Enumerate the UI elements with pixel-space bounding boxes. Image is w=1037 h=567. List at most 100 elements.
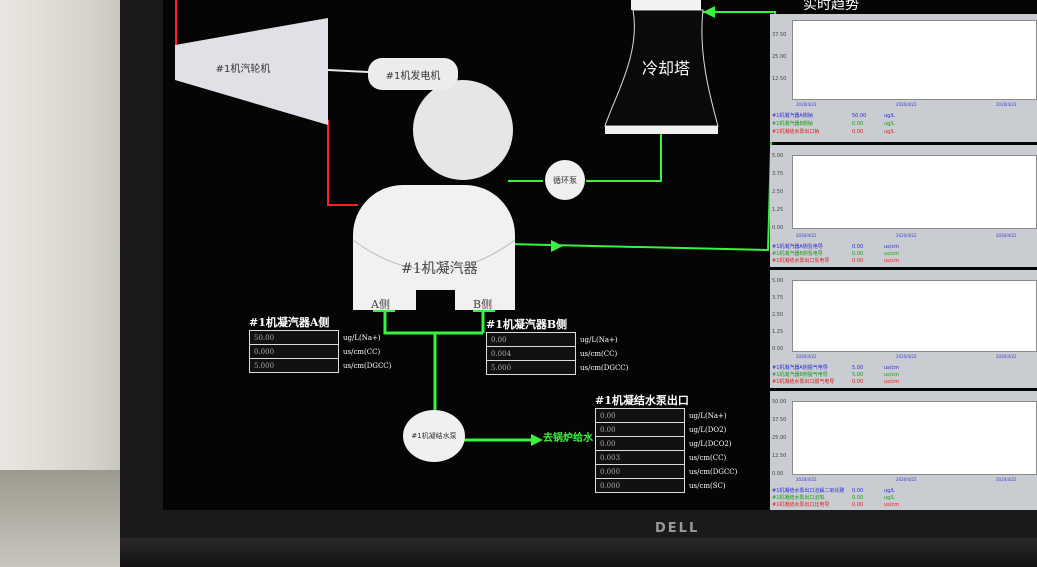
legend-value: 0.00 xyxy=(852,258,864,264)
x-tick-label: 2020/4/22 xyxy=(996,354,1017,359)
trend-plot[interactable] xyxy=(792,155,1037,229)
generator-label: #1机发电机 xyxy=(385,70,441,82)
y-tick-label: 3.75 xyxy=(772,295,784,301)
y-tick-label: 12.50 xyxy=(772,453,787,459)
x-tick-label: 2020/4/22 xyxy=(996,102,1017,107)
trend-plot[interactable] xyxy=(792,20,1037,100)
condensate-pump-label: #1机凝结水泵 xyxy=(411,432,457,440)
unit-cell: ug/L(DCO2) xyxy=(689,439,732,448)
value-cell: 5.000 xyxy=(249,358,339,373)
legend-value: 0.00 xyxy=(852,129,864,135)
trend-panel-2: 5.00 3.75 2.50 1.25 0.00 2020/4/22 2020/… xyxy=(770,145,1037,267)
value-cell: 5.000 xyxy=(486,360,576,375)
value-cell: 0.00 xyxy=(595,422,685,437)
value-cell: 0.000 xyxy=(249,344,339,359)
circulation-pump[interactable]: 循环泵 xyxy=(545,160,585,200)
to-boiler-label: 去锅炉给水 xyxy=(543,433,593,444)
x-tick-label: 2020/4/22 xyxy=(796,233,817,238)
x-tick-label: 2020/4/22 xyxy=(996,233,1017,238)
legend-value: 0.00 xyxy=(852,488,864,494)
condenser-side-b-label: B侧 xyxy=(473,298,493,311)
trend-title: 实时趋势 xyxy=(803,0,859,13)
legend-name: #1机凝汽器A侧氢电导 xyxy=(772,244,823,250)
turbine-shaft xyxy=(327,69,369,73)
legend-entry: #1机凝结水泵出口氢电导 0.00 us/cm xyxy=(772,257,914,264)
y-tick-label: 1.25 xyxy=(772,329,784,335)
legend-name: #1机凝结水泵出口溶氧 xyxy=(772,495,825,501)
scada-screen: #1机汽轮机 #1机发电机 冷却塔 循环泵 #1机凝汽器 A侧 B侧 #1机凝结… xyxy=(163,0,1037,510)
value-cell: 0.000 xyxy=(595,478,685,493)
legend-name: #1机凝汽器A侧钠 xyxy=(772,113,813,119)
legend-value: 0.00 xyxy=(852,244,864,250)
legend-name: #1机凝结水泵出口钠 xyxy=(772,129,820,135)
legend-value: 0.00 xyxy=(852,502,864,508)
value-cell: 0.00 xyxy=(595,408,685,423)
x-tick-label: 2020/4/22 xyxy=(896,102,917,107)
condenser-divider xyxy=(352,239,516,271)
legend-unit: us/cm xyxy=(884,372,900,378)
y-tick-label: 3.75 xyxy=(772,171,784,177)
trend-panel-4: 50.00 37.50 25.00 12.50 0.00 2020/4/22 2… xyxy=(770,391,1037,510)
legend-unit: us/cm xyxy=(884,365,900,371)
legend-unit: us/cm xyxy=(884,251,900,257)
x-tick-label: 2020/4/22 xyxy=(996,477,1017,482)
legend-value: 5.00 xyxy=(852,372,864,378)
legend-unit: us/cm xyxy=(884,258,900,264)
trend-plot[interactable] xyxy=(792,401,1037,475)
legend-name: #1机凝汽器A侧脱气电导 xyxy=(772,365,828,371)
x-tick-label: 2020/4/22 xyxy=(896,477,917,482)
legend-entry: #1机凝结水泵出口钠 0.00 ug/L xyxy=(772,128,914,135)
pipe-network xyxy=(175,0,777,446)
monitor-brand-logo: DELL xyxy=(655,521,700,536)
legend-value: 0.00 xyxy=(852,495,864,501)
unit-cell: ug/L(Na+) xyxy=(580,335,618,344)
unit-cell: us/cm(CC) xyxy=(580,349,618,358)
generator[interactable]: #1机发电机 xyxy=(368,58,458,90)
unit-cell: us/cm(DGCC) xyxy=(343,361,392,370)
cooling-tower-label: 冷却塔 xyxy=(641,59,690,78)
legend-unit: ug/L xyxy=(884,113,895,119)
unit-cell: ug/L(Na+) xyxy=(689,411,727,420)
unit-cell: us/cm(CC) xyxy=(343,347,381,356)
condensate-pump[interactable]: #1机凝结水泵 xyxy=(403,410,465,462)
table-row: 0.003 us/cm(CC) xyxy=(595,450,764,465)
cooling-tower-base xyxy=(605,126,718,134)
condenser-leg-b xyxy=(455,240,515,310)
legend-name: #1机凝结水泵出口氢电导 xyxy=(772,258,830,264)
unit-cell: us/cm(CC) xyxy=(689,453,727,462)
table-row: 0.000 us/cm(CC) xyxy=(249,344,418,359)
side-a-title: #1机凝汽器A侧 xyxy=(249,316,330,329)
legend-unit: ug/L xyxy=(884,129,895,135)
value-cell: 0.003 xyxy=(595,450,685,465)
table-row: 0.00 ug/L(Na+) xyxy=(595,408,764,423)
y-tick-label: 0.00 xyxy=(772,471,784,477)
value-cell: 0.00 xyxy=(595,436,685,451)
y-tick-label: 5.00 xyxy=(772,153,784,159)
y-tick-label: 25.00 xyxy=(772,435,787,441)
legend-unit: us/cm xyxy=(884,502,900,508)
y-tick-label: 1.25 xyxy=(772,207,784,213)
value-cell: 0.000 xyxy=(595,464,685,479)
y-tick-label: 25.00 xyxy=(772,54,787,60)
unit-cell: ug/L(Na+) xyxy=(343,333,381,342)
value-cell: 0.00 xyxy=(486,332,576,347)
y-tick-label: 0.00 xyxy=(772,225,784,231)
y-tick-label: 0.00 xyxy=(772,346,784,352)
trend-plot[interactable] xyxy=(792,280,1037,352)
x-tick-label: 2020/4/22 xyxy=(796,102,817,107)
trend-panel-1: 37.50 25.00 12.50 2020/4/22 2020/4/22 20… xyxy=(770,14,1037,142)
y-tick-label: 37.50 xyxy=(772,32,787,38)
